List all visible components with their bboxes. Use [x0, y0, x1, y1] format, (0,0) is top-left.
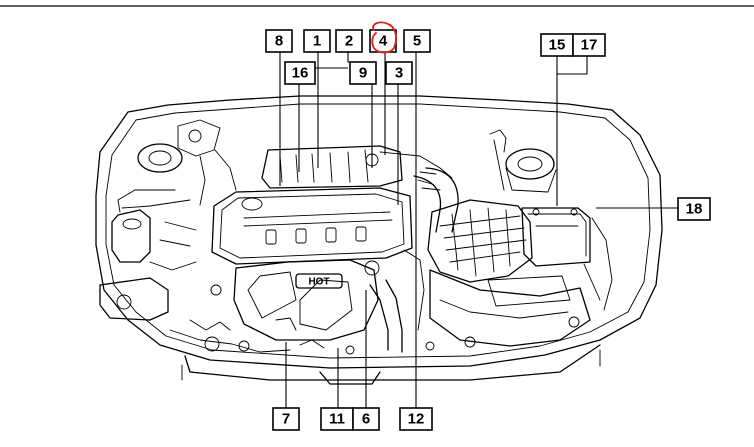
callout-label: 18	[686, 201, 703, 218]
engine-cover-hot-label: HOT	[308, 277, 329, 288]
callout-11: 11	[320, 407, 354, 431]
callout-label: 5	[413, 33, 421, 50]
callout-16: 16	[284, 61, 316, 85]
callout-label: 8	[275, 33, 283, 50]
callout-label: 16	[292, 65, 309, 82]
callout-label: 9	[359, 65, 367, 82]
callout-15: 15	[540, 33, 574, 57]
callout-label: 7	[282, 411, 290, 428]
callout-9: 9	[349, 61, 377, 85]
callout-7: 7	[272, 407, 300, 431]
callout-5: 5	[403, 29, 431, 53]
callout-label: 11	[329, 411, 345, 428]
callout-label: 6	[362, 411, 370, 428]
callout-label: 15	[549, 37, 566, 54]
callout-label: 17	[581, 37, 598, 54]
callout-label: 4	[379, 33, 388, 50]
callout-17: 17	[572, 33, 606, 57]
callout-8: 8	[265, 29, 293, 53]
callout-label: 12	[408, 411, 425, 428]
callout-2: 2	[335, 29, 363, 53]
callout-1: 1	[303, 29, 331, 53]
callout-label: 3	[395, 65, 403, 82]
callout-12: 12	[399, 407, 433, 431]
engine-bay-drawing: HOT	[95, 95, 663, 385]
callout-6: 6	[352, 407, 380, 431]
callout-label: 2	[345, 33, 353, 50]
callout-18: 18	[677, 197, 711, 221]
highlight-circle-mark	[371, 21, 397, 54]
callout-3: 3	[385, 61, 413, 85]
callout-label: 1	[313, 33, 321, 50]
